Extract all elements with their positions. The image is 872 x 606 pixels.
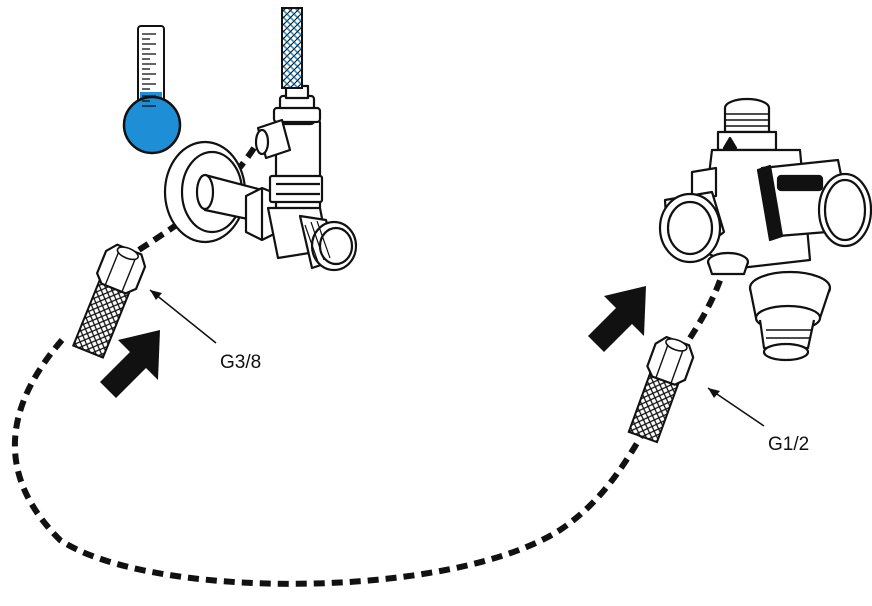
callout-g12 bbox=[707, 387, 765, 427]
hose-nut-left-icon bbox=[71, 243, 147, 359]
callout-g38 bbox=[149, 289, 217, 344]
thermostatic-mixer-icon bbox=[658, 97, 872, 362]
label-g12: G1/2 bbox=[768, 434, 809, 455]
angle-valve-icon bbox=[163, 84, 358, 272]
direction-arrow-right-icon bbox=[588, 286, 646, 352]
label-g38: G3/8 bbox=[220, 352, 261, 373]
hose-dashed-path bbox=[11, 146, 725, 587]
thermometer-icon bbox=[122, 25, 182, 155]
hose-nut-right-icon bbox=[627, 335, 695, 444]
direction-arrow-left-icon bbox=[100, 330, 160, 398]
braided-hose-icon bbox=[281, 7, 303, 89]
